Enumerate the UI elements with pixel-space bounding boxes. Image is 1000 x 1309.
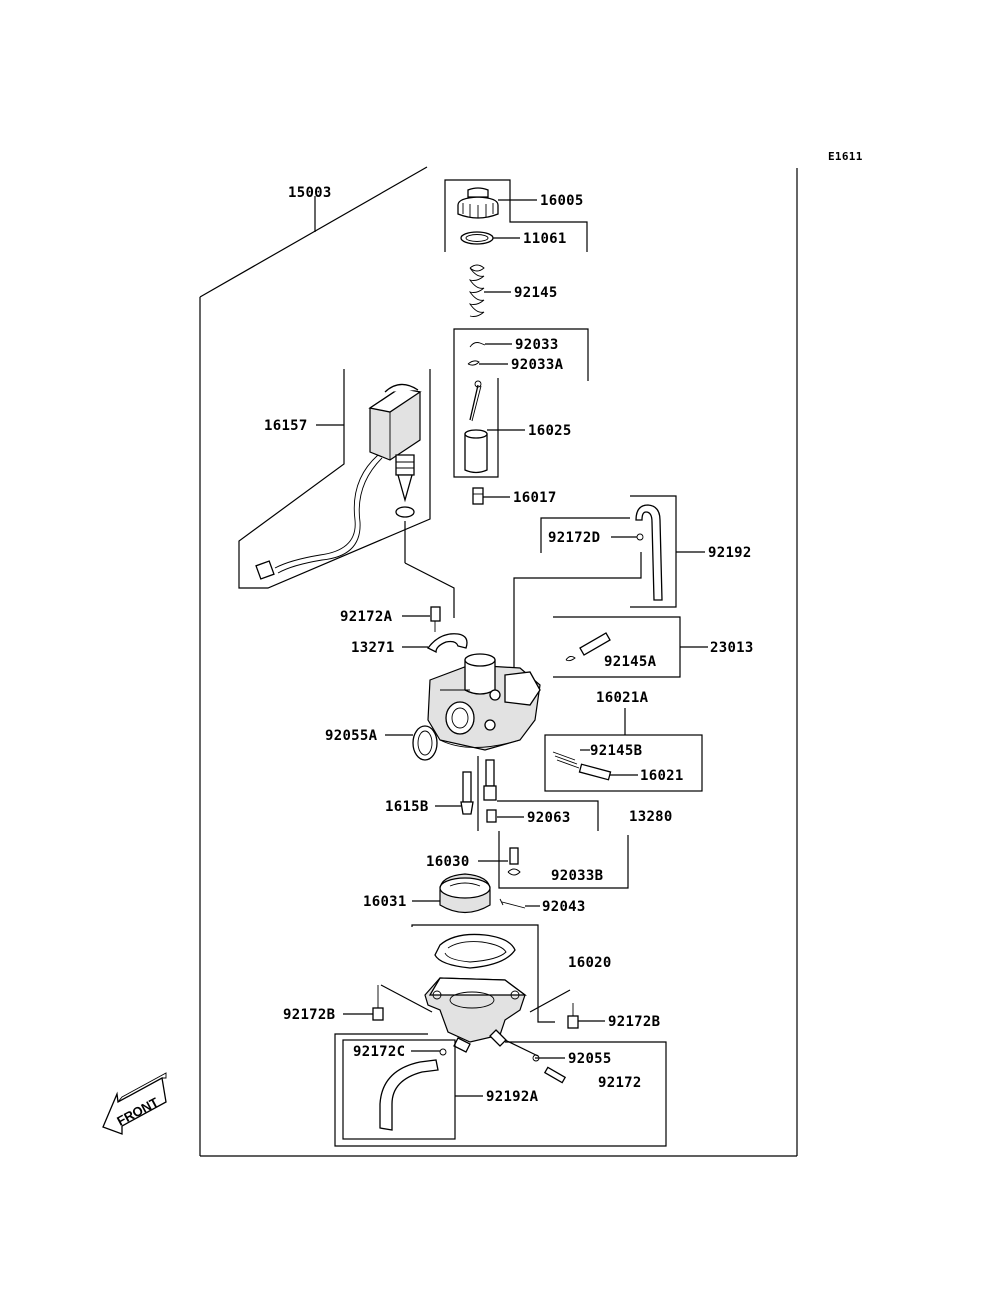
label-16030: 16030 [426,854,470,870]
bracket-group [402,606,468,654]
label-92033A: 92033A [511,357,564,373]
auto-choke-group [238,369,455,618]
label-92043: 92043 [542,899,586,915]
label-15003: 15003 [288,185,332,201]
air-screw-group [544,708,703,792]
float-group [412,873,540,914]
label-92145B: 92145B [590,743,642,759]
label-92172A: 92172A [340,609,393,625]
label-92172D: 92172D [548,530,600,546]
o-ring-92055A [385,725,438,761]
drain-hose-group [334,1033,667,1147]
cap-part [457,187,499,219]
label-92172C: 92172C [353,1044,405,1060]
label-1615B: 1615B [385,799,429,815]
carburetor-body [427,653,541,751]
label-16020: 16020 [568,955,612,971]
label-92055: 92055 [568,1051,612,1067]
front-arrow-icon: FRONT [102,1072,167,1135]
label-92172B-left: 92172B [283,1007,335,1023]
pilot-screw-group [553,616,708,678]
label-16031: 16031 [363,894,407,910]
label-13280: 13280 [629,809,673,825]
float-bowl-group [343,924,605,1053]
label-92172B-right: 92172B [608,1014,660,1030]
label-92033B: 92033B [551,868,603,884]
label-92172: 92172 [598,1075,642,1091]
label-16025: 16025 [528,423,572,439]
needle-group [453,328,589,478]
label-92192A: 92192A [486,1089,539,1105]
diagram-code: E1611 [828,150,863,163]
label-92033: 92033 [515,337,559,353]
label-16017: 16017 [513,490,557,506]
label-92055A: 92055A [325,728,378,744]
label-92192: 92192 [708,545,752,561]
label-92145A: 92145A [604,654,657,670]
label-16021: 16021 [640,768,684,784]
hose-group [513,495,705,670]
label-23013: 23013 [710,640,754,656]
label-11061: 11061 [523,231,567,247]
jet-part [472,487,510,505]
label-16021A: 16021A [596,690,649,706]
assembly-frame [199,166,798,1157]
spring-part [468,264,511,317]
label-92145: 92145 [514,285,558,301]
jet-needle-group [435,756,629,889]
top-cap-group [444,179,588,252]
label-92063: 92063 [527,810,571,826]
label-16157: 16157 [264,418,308,434]
label-13271: 13271 [351,640,395,656]
label-16005: 16005 [540,193,584,209]
